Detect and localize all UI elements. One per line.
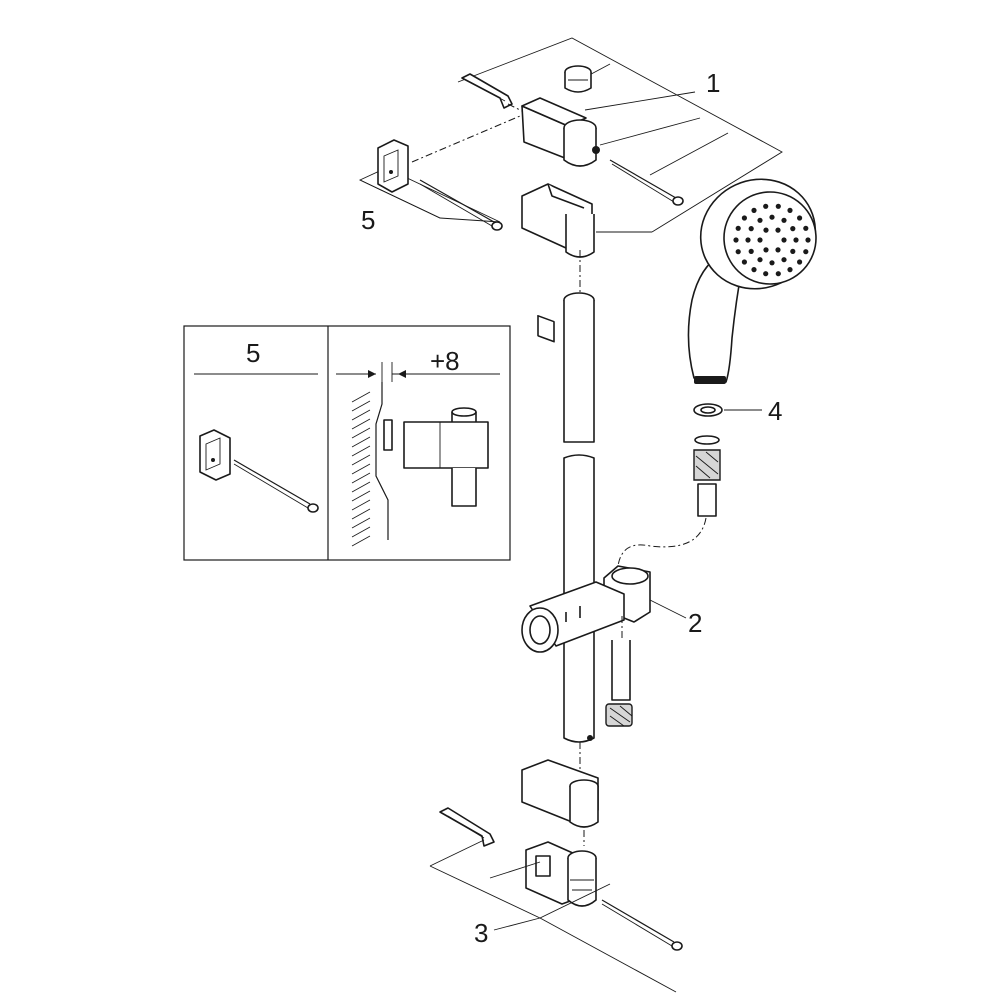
screw-top-left	[461, 73, 513, 109]
nozzle	[741, 259, 748, 265]
hatch-line	[351, 481, 371, 493]
nozzle	[769, 260, 775, 266]
spray-nozzles	[733, 203, 811, 277]
glider-group	[521, 565, 687, 727]
bracket-cap	[564, 65, 592, 93]
hatch-line	[351, 463, 371, 475]
hatch-line	[351, 391, 371, 403]
hatch-line	[351, 508, 371, 520]
detail-right-offset: +8	[430, 346, 460, 376]
detail-left-title: 5	[246, 338, 260, 368]
callout-5: 5	[361, 205, 375, 235]
hatch-line	[351, 517, 371, 529]
nozzle	[745, 237, 751, 243]
hatch-line	[351, 472, 371, 484]
nozzle	[751, 207, 757, 213]
detail-anchor-screw	[233, 459, 319, 513]
screw-bottom-left	[439, 807, 495, 847]
callout-1: 1	[706, 68, 720, 98]
nozzle	[751, 267, 757, 273]
hand-shower-group	[617, 178, 817, 567]
nozzle	[793, 237, 799, 243]
nozzle	[803, 249, 809, 255]
nozzle	[748, 226, 754, 232]
callout-4: 4	[768, 396, 782, 426]
nozzle	[781, 217, 787, 223]
detail-anchor-plate	[199, 429, 231, 481]
hatch-line	[351, 535, 371, 547]
callout-3: 3	[474, 918, 488, 948]
nozzle	[787, 207, 793, 213]
nozzle	[763, 227, 769, 233]
hatch-line	[351, 409, 371, 421]
nozzle	[805, 237, 811, 243]
anchor-plate-top	[377, 139, 409, 193]
nozzle	[733, 237, 739, 243]
hatch-line	[351, 526, 371, 538]
hatch-line	[351, 427, 371, 439]
top-bracket-cover	[521, 183, 595, 258]
nozzle	[787, 267, 793, 273]
hatch-line	[351, 400, 371, 412]
bottom-bracket-group	[429, 759, 683, 993]
top-bracket-block	[521, 97, 600, 343]
detail-panel	[183, 325, 511, 561]
wall-hatching	[351, 391, 371, 547]
hatch-line	[351, 499, 371, 511]
seal-ring	[693, 403, 762, 417]
hose-nut-bottom	[605, 703, 633, 727]
nozzle	[757, 237, 763, 243]
callout-2: 2	[688, 608, 702, 638]
nozzle	[803, 225, 809, 231]
nozzle	[763, 203, 769, 209]
hatch-line	[351, 418, 371, 430]
nozzle	[797, 215, 803, 221]
nozzle	[775, 227, 781, 233]
anchor-screw-top	[419, 179, 503, 231]
nozzle	[757, 217, 763, 223]
screw-bottom-right	[601, 899, 683, 951]
nozzle	[781, 257, 787, 263]
nozzle	[797, 259, 803, 265]
nozzle	[735, 225, 741, 231]
nozzle	[775, 203, 781, 209]
nozzle	[763, 247, 769, 253]
nozzle	[748, 248, 754, 254]
hatch-line	[351, 490, 371, 502]
hatch-line	[351, 454, 371, 466]
bottom-bracket-cover	[521, 759, 599, 828]
screw-top-right	[609, 159, 684, 206]
anchor-group	[358, 115, 521, 231]
nozzle	[741, 215, 748, 221]
top-bracket-group	[457, 37, 783, 343]
nozzle	[735, 249, 741, 255]
nozzle	[790, 226, 796, 232]
nozzle	[757, 257, 763, 263]
hatch-line	[351, 445, 371, 457]
hose-nut-top	[693, 435, 721, 517]
shower-head	[699, 178, 817, 290]
nozzle	[781, 237, 787, 243]
nozzle	[763, 271, 769, 277]
nozzle	[775, 247, 781, 253]
nozzle	[775, 271, 781, 277]
shower-rail	[563, 250, 595, 790]
nozzle	[790, 248, 796, 254]
hatch-line	[351, 436, 371, 448]
nozzle	[769, 214, 775, 220]
